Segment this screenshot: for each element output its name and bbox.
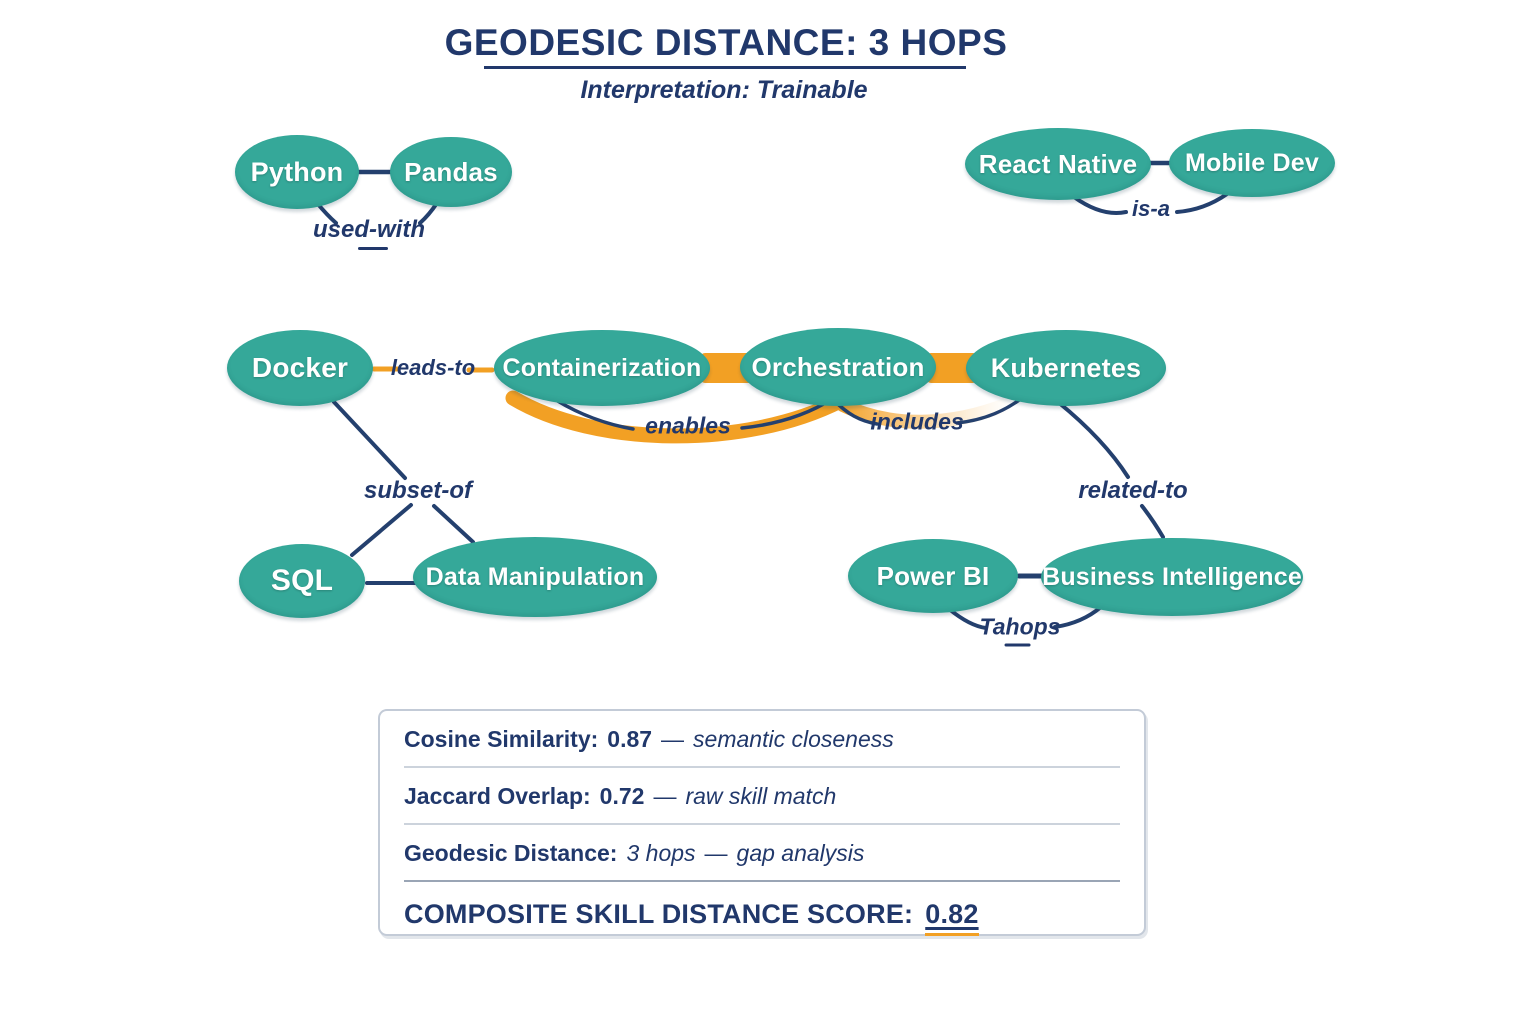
edge-label-used-with: used-with [313,216,425,250]
edge-label-tahops: Tahops [980,614,1060,647]
node-label: SQL [270,564,334,597]
edge-label-includes: includes [870,408,964,435]
edge-line-kubernetes-relatedto [1056,400,1130,479]
node-label: Kubernetes [990,352,1142,383]
composite-score-label: COMPOSITE SKILL DISTANCE SCORE: [404,899,914,929]
edge-label-enables: enables [645,412,731,439]
title-underline [484,66,966,69]
edge-label-related-to: related-to [1078,477,1188,504]
metric-label: Geodesic Distance: [404,840,618,866]
node-docker: Docker [227,330,373,406]
node-label: Data Manipulation [425,562,645,591]
edge-line-mobiledev-isa [1175,192,1229,214]
node-python: Python [235,135,359,209]
node-containerization: Containerization [494,330,710,406]
partial-underline [358,247,388,250]
metric-description: gap analysis [736,840,865,866]
edge-line-docker-subsetof [332,400,407,480]
page-subtitle: Interpretation: Trainable [580,76,868,104]
edge-line-containerization-enables [554,398,635,431]
metric-row-jaccard-overlap: Jaccard Overlap: 0.72 — raw skill match [404,768,1120,825]
page-title: GEODESIC DISTANCE: 3 HOPS [444,22,1008,63]
node-power-bi: Power BI [848,539,1018,613]
metric-row-geodesic-distance: Geodesic Distance: 3 hops — gap analysis [404,825,1120,882]
node-label: Pandas [404,156,498,187]
metric-separator: — [653,783,677,809]
metric-value: 3 hops [626,840,696,866]
metric-description: semantic closeness [693,726,894,752]
node-business-intelligence: Business Intelligence [1041,538,1303,616]
node-label: Orchestration [751,351,925,382]
metric-label: Cosine Similarity: [404,726,599,752]
metric-row-cosine-similarity: Cosine Similarity: 0.87 — semantic closenes… [404,711,1120,768]
node-sql: SQL [239,544,365,618]
composite-score-value: 0.82 [925,899,979,936]
edge-line-subsetof-datamanipulation [432,504,475,544]
node-kubernetes: Kubernetes [966,330,1166,406]
node-label: Mobile Dev [1185,148,1319,177]
node-label: Containerization [502,353,702,382]
edge-line-subsetof-sql [350,503,413,557]
metric-separator: — [704,840,728,866]
node-pandas: Pandas [390,137,512,207]
metric-value: 0.72 [599,783,645,809]
edge-line-relatedto-businessintelligence [1140,504,1165,539]
node-orchestration: Orchestration [740,328,936,406]
node-label: Docker [251,352,349,383]
node-mobile-dev: Mobile Dev [1169,129,1335,197]
node-react-native: React Native [965,128,1151,200]
node-label: Business Intelligence [1042,562,1302,591]
edge-label-is-a: is-a [1132,196,1170,221]
metrics-panel: Cosine Similarity: 0.87 — semantic closenes… [378,709,1146,936]
metric-row-composite-score: COMPOSITE SKILL DISTANCE SCORE: 0.82 [404,882,1120,936]
node-label: React Native [978,148,1138,179]
node-label: Power BI [876,560,990,591]
metric-label: Jaccard Overlap: [404,783,591,809]
edge-line-businessintelligence-tahops [1053,605,1103,629]
edge-swoosh-includes-fading [836,397,1015,429]
edge-swoosh-enables [505,390,848,444]
metric-value: 0.87 [607,726,653,752]
node-label: Python [250,156,344,187]
junction-bar-orchestration-kubernetes [926,353,978,383]
edge-line-reactnative-isa [1072,195,1128,215]
edge-label-leads-to: leads-to [390,355,476,380]
metric-separator: — [661,726,685,752]
metric-description: raw skill match [685,783,837,809]
edge-label-subset-of: subset-of [364,477,472,504]
node-data-manipulation: Data Manipulation [413,537,657,617]
partial-underline [1005,643,1031,647]
